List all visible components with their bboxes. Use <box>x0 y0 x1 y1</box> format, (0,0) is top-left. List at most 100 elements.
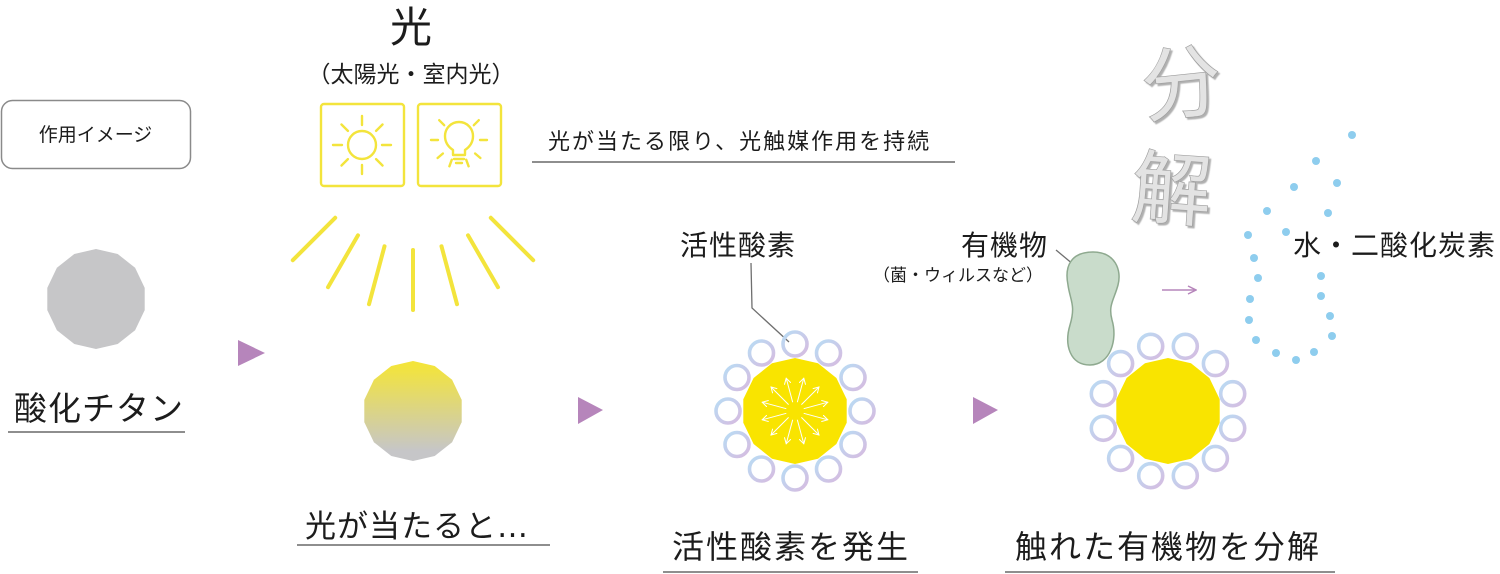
light-bulb-icon <box>416 102 503 188</box>
oxygen-emission-arrow <box>803 402 828 410</box>
product-dot <box>1254 274 1262 282</box>
light-bulb-icon-rays <box>429 118 489 168</box>
action-image-tag: 作用イメージ <box>0 99 192 170</box>
step-arrow-1 <box>238 340 265 366</box>
sun-ray <box>374 123 384 133</box>
product-dot <box>1244 231 1252 239</box>
active-oxygen-rings <box>1089 332 1247 490</box>
bulb-ray <box>473 152 482 160</box>
light-ray <box>439 244 459 307</box>
action-image-label: 作用イメージ <box>39 124 153 146</box>
light-rays <box>290 215 536 312</box>
step-when-lit-label: 光が当たると… <box>305 509 529 545</box>
sun-icon-frame <box>319 102 406 188</box>
bulb-ray <box>472 118 480 127</box>
light-sources-note: （太陽光・室内光） <box>308 62 515 88</box>
sun-icon-disc <box>346 129 378 161</box>
active-oxygen-rings <box>714 330 876 492</box>
active-oxygen-ring <box>1136 461 1165 490</box>
product-dot <box>1272 349 1280 357</box>
oxygen-emission-arrow <box>786 419 794 444</box>
sun-ray <box>340 123 350 133</box>
active-oxygen-ring <box>839 363 867 392</box>
photocatalyst-particle <box>743 358 847 464</box>
product-dot <box>1324 209 1332 217</box>
sun-icon-rays <box>331 114 393 176</box>
active-oxygen-ring <box>747 455 776 483</box>
product-dot <box>1312 157 1320 165</box>
active-oxygen-cluster <box>714 330 876 492</box>
bulb-ray <box>465 158 470 168</box>
active-oxygen-ring <box>714 397 742 425</box>
active-oxygen-ring <box>1201 444 1230 473</box>
active-oxygen-ring <box>723 430 751 459</box>
product-dot <box>1292 356 1300 364</box>
organic-matter-blob <box>1066 251 1120 366</box>
oxygen-emission-arrow <box>801 387 819 405</box>
step-arrow-3 <box>973 397 998 424</box>
light-title: 光 <box>390 3 432 52</box>
product-dot <box>1246 295 1254 303</box>
step-decompose-label: 触れた有機物を分解 <box>1015 528 1321 566</box>
step-arrow-2 <box>578 397 603 424</box>
active-oxygen-callout: 活性酸素 <box>680 229 796 262</box>
product-dot <box>1310 348 1318 356</box>
product-dots <box>1244 131 1356 364</box>
organic-examples-note: （菌・ウィルスなど） <box>873 266 1043 286</box>
active-oxygen-ring <box>839 430 867 459</box>
organic-matter-callout: 有機物 <box>961 229 1048 262</box>
active-oxygen-ring <box>1218 379 1247 408</box>
active-oxygen-ring <box>1106 444 1135 473</box>
sun-ray <box>340 157 350 167</box>
light-bulb-icon-frame <box>416 102 503 188</box>
product-dot <box>1348 131 1356 139</box>
active-oxygen-ring <box>781 330 809 358</box>
sun-icon <box>319 102 406 188</box>
lit-titanium-particle <box>364 361 462 461</box>
active-oxygen-ring <box>1218 414 1247 443</box>
decompose-lettering: 分 解 <box>1128 33 1227 240</box>
step-generate-active-oxygen-label: 活性酸素を発生 <box>672 528 910 566</box>
light-bulb-icon-glass <box>443 120 475 157</box>
product-dot <box>1328 332 1336 340</box>
light-ray <box>326 233 360 290</box>
product-dot <box>1326 312 1334 320</box>
oxygen-emission-arrow <box>762 412 787 420</box>
active-oxygen-ring <box>1106 349 1135 378</box>
active-oxygen-ring <box>1089 414 1118 443</box>
sustain-note: 光が当たる限り、光触媒作用を持続 <box>548 130 931 155</box>
light-ray <box>290 215 338 263</box>
active-oxygen-ring <box>848 397 876 425</box>
active-oxygen-ring <box>814 455 843 483</box>
light-ray <box>488 215 536 263</box>
product-dot <box>1250 254 1258 262</box>
product-dot <box>1290 183 1298 191</box>
active-oxygen-ring <box>814 339 843 367</box>
decompose-char-kai: 解 <box>1128 141 1214 239</box>
light-ray <box>466 233 500 290</box>
oxygen-emission-arrow <box>771 387 789 405</box>
titanium-oxide-particle <box>47 249 145 349</box>
product-dot <box>1245 316 1253 324</box>
light-source-section: 光 （太陽光・室内光） <box>308 3 515 188</box>
active-oxygen-ring <box>723 363 751 392</box>
photocatalyst-particle <box>1116 358 1220 464</box>
active-oxygen-ring <box>1171 332 1200 361</box>
decompose-char-bun: 分 <box>1137 34 1226 135</box>
bulb-ray <box>438 118 446 127</box>
oxygen-emission-arrows <box>762 378 828 444</box>
bulb-ray <box>448 158 453 168</box>
product-dot <box>1263 207 1271 215</box>
oxygen-emission-arrow <box>796 419 804 444</box>
product-dot <box>1282 228 1290 236</box>
product-dot <box>1317 272 1325 280</box>
oxygen-emission-arrow <box>796 378 804 403</box>
oxygen-emission-arrow <box>801 417 819 435</box>
active-oxygen-leader-line <box>750 262 790 343</box>
products-callout: 水・二酸化炭素 <box>1293 229 1496 262</box>
product-dot <box>1333 179 1341 187</box>
active-oxygen-ring <box>781 464 809 492</box>
active-oxygen-ring <box>1171 461 1200 490</box>
decomposition-cluster <box>1089 332 1247 490</box>
